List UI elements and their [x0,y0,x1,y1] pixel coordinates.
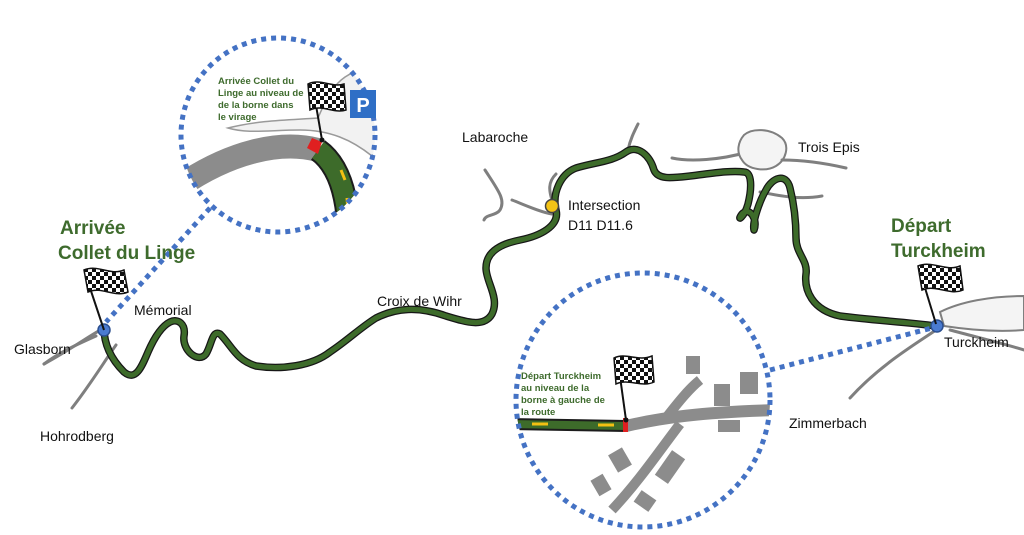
parking-sign-icon: P [350,90,376,118]
finish-inset-note: Arrivée Collet du Linge au niveau de de … [218,76,306,123]
start-connector [769,325,933,373]
finish-label-line1: Arrivée [60,218,126,239]
place-labaroche: Labaroche [462,129,528,145]
place-trois-epis: Trois Epis [798,139,860,155]
start-label-line2: Turckheim [891,241,986,262]
points [97,198,944,337]
intersection-marker[interactable] [544,198,560,214]
parking-letter: P [356,95,369,117]
start-flag [917,263,964,325]
start-marker[interactable] [930,319,944,333]
place-glasborn: Glasborn [14,341,71,357]
place-hohrodberg: Hohrodberg [40,428,114,444]
place-intersection-line2: D11 D11.6 [568,217,633,233]
finish-inset: P Arrivée Collet du Linge au niveau de d… [178,35,430,235]
buildings [376,91,430,165]
place-zimmerbach: Zimmerbach [789,415,867,431]
start-label-line1: Départ [891,216,952,237]
place-intersection-line1: Intersection [568,197,640,213]
place-turckheim: Turckheim [944,334,1009,350]
place-croix-de-wihr: Croix de Wihr [377,293,462,309]
finish-label-line2: Collet du Linge [58,243,195,264]
checkered-flag-icon [307,81,347,112]
place-memorial: Mémorial [134,302,192,318]
checkered-flag-icon [917,263,964,293]
buildings [590,356,758,512]
start-inset: Départ Turckheim au niveau de la borne à… [513,270,773,530]
start-line [623,418,628,432]
checkered-flag-icon [83,267,129,295]
checkered-flag-icon [613,354,655,386]
start-inset-note: Départ Turckheim au niveau de la borne à… [521,371,608,418]
finish-flag [83,267,129,331]
finish-line [307,138,322,154]
